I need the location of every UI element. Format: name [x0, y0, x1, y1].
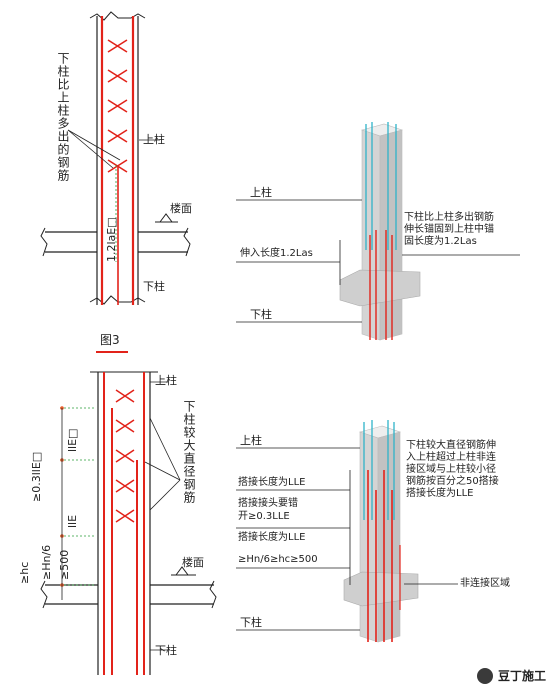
fig3-drawing [40, 11, 191, 353]
fig4-big-rebar-label: 下柱较大直径钢筋 [182, 400, 196, 504]
iso-bottom-stagger1-label: 搭接接头要错 [238, 498, 298, 509]
fig4-dim-d: ≥Hn/6 [40, 544, 53, 580]
iso-bottom-nonconn-label: 非连接区域 [460, 578, 510, 589]
fig4-dim-e: ≥hc [18, 561, 31, 584]
iso-bottom-note-line: 入上柱超过上柱非连 [406, 452, 496, 463]
iso-bottom-stagger2-label: 开≥0.3LLE [238, 511, 290, 522]
iso-top-drawing [236, 122, 520, 341]
iso-top-note-line: 下柱比上柱多出钢筋 [404, 212, 494, 223]
fig4-dim-f: ≥500 [58, 549, 71, 580]
fig4-dim-a: ≥0.3llE□ [30, 451, 43, 502]
fig3-floor-label: 楼面 [170, 202, 192, 215]
watermark-text: 豆丁施工 [497, 669, 546, 683]
iso-top-note-line: 伸长锚固到上柱中锚 [404, 224, 494, 235]
iso-top-upper-label: 上柱 [250, 186, 272, 199]
fig3-extra-rebar-label: 下柱比上柱多出的钢筋 [56, 52, 70, 182]
iso-bottom-min-label: ≥Hn/6≥hc≥500 [238, 554, 318, 565]
iso-bottom-note: 下柱较大直径钢筋伸 入上柱超过上柱非连 接区域与上柱较小径 钢筋按百分之50搭接… [406, 440, 499, 500]
fig4-upper-column-label: 上柱 [155, 374, 177, 387]
fig4-lower-column-label: 下柱 [155, 644, 177, 657]
iso-bottom-lower-label: 下柱 [240, 616, 262, 629]
wechat-icon [476, 667, 493, 684]
iso-bottom-lap1-label: 搭接长度为LLE [238, 477, 306, 488]
iso-top-lower-label: 下柱 [250, 308, 272, 321]
iso-bottom-note-line: 下柱较大直径钢筋伸 [406, 440, 496, 451]
iso-bottom-upper-label: 上柱 [240, 434, 262, 447]
fig3-upper-column-label: 上柱 [143, 133, 165, 146]
iso-top-extend-label: 伸入长度1.2Las [240, 248, 313, 259]
fig4-drawing [40, 371, 217, 675]
watermark: 豆丁施工 [476, 667, 546, 684]
iso-top-note: 下柱比上柱多出钢筋 伸长锚固到上柱中锚 固长度为1.2Las [404, 212, 494, 248]
fig4-dim-b: llE□ [66, 428, 79, 452]
iso-bottom-drawing [236, 420, 458, 643]
iso-top-note-line: 固长度为1.2Las [404, 236, 477, 247]
fig3-lower-column-label: 下柱 [143, 280, 165, 293]
iso-bottom-note-line: 搭接长度为LLE [406, 488, 474, 499]
iso-bottom-note-line: 接区域与上柱较小径 [406, 464, 496, 475]
iso-bottom-note-line: 钢筋按百分之50搭接 [406, 476, 499, 487]
iso-bottom-lap2-label: 搭接长度为LLE [238, 532, 306, 543]
fig3-caption: 图3 [100, 333, 120, 347]
fig3-dimension-label: 1.2laE□ [105, 217, 118, 262]
fig4-dim-c: llE [66, 514, 79, 528]
fig4-floor-label: 楼面 [182, 556, 204, 569]
